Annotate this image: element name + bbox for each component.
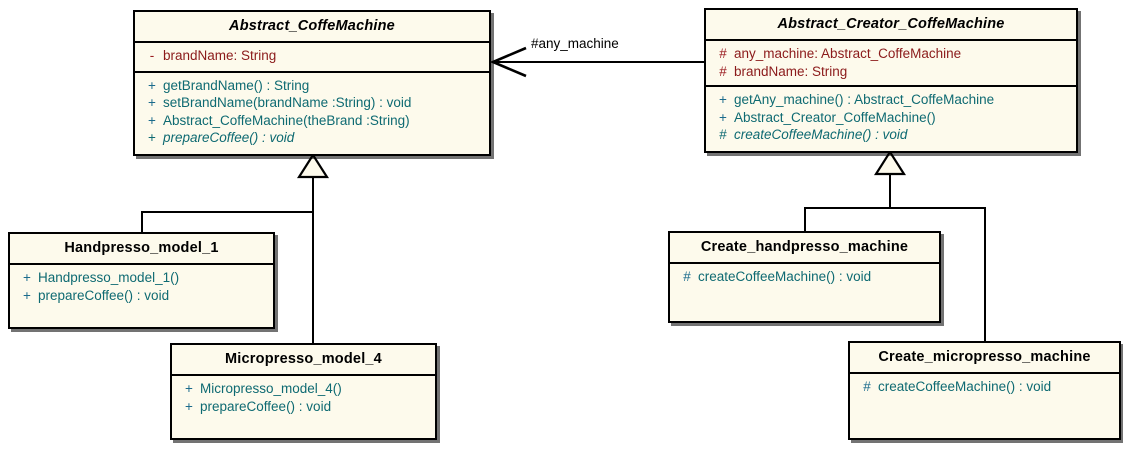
operation-row: # createCoffeeMachine() : void [670, 268, 939, 286]
class-title-abstract-creator-coffemachine: Abstract_Creator_CoffeMachine [777, 16, 1005, 32]
attribute-row: # any_machine: Abstract_CoffeMachine [706, 45, 1076, 63]
operation-label: createCoffeeMachine() : void [698, 269, 872, 284]
class-box-create-handpresso-machine[interactable]: Create_handpresso_machine # createCoffee… [668, 231, 941, 323]
class-title-create-handpresso-machine: Create_handpresso_machine [700, 239, 909, 255]
operation-row: + prepareCoffee() : void [172, 398, 435, 416]
class-title-micropresso-model-4: Micropresso_model_4 [225, 351, 382, 367]
visibility-marker: + [148, 130, 156, 145]
operations-compartment-create-micropresso-machine: # createCoffeeMachine() : void [850, 372, 1119, 401]
operations-compartment-create-handpresso-machine: # createCoffeeMachine() : void [670, 262, 939, 291]
visibility-marker: + [148, 95, 156, 110]
visibility-marker: # [719, 63, 727, 79]
operation-label: createCoffeeMachine() : void [878, 379, 1052, 394]
attributes-compartment-abstract-coffemachine: - brandName: String [135, 41, 489, 71]
operation-row: + prepareCoffee() : void [135, 129, 489, 147]
visibility-marker: # [719, 127, 727, 142]
visibility-marker: # [863, 379, 871, 394]
attribute-row: - brandName: String [135, 47, 489, 65]
class-box-create-micropresso-machine[interactable]: Create_micropresso_machine # createCoffe… [848, 341, 1121, 440]
operation-row: # createCoffeeMachine() : void [850, 378, 1119, 396]
operation-label: prepareCoffee() : void [38, 287, 170, 303]
visibility-marker: + [148, 112, 156, 128]
generalization-stem-right [889, 170, 891, 209]
operations-compartment-micropresso-model-4: + Micropresso_model_4() + prepareCoffee(… [172, 374, 435, 420]
operation-label: prepareCoffee() : void [200, 398, 332, 414]
operation-label: Handpresso_model_1() [38, 270, 180, 285]
operation-row: + Micropresso_model_4() [172, 380, 435, 398]
operation-row: + Abstract_CoffeMachine(theBrand :String… [135, 112, 489, 130]
visibility-marker: + [185, 381, 193, 396]
attribute-label: brandName: String [734, 63, 848, 79]
visibility-marker: + [23, 270, 31, 285]
operation-label: Abstract_Creator_CoffeMachine() [734, 109, 936, 125]
class-title-create-micropresso-machine: Create_micropresso_machine [878, 349, 1091, 365]
class-box-micropresso-model-4[interactable]: Micropresso_model_4 + Micropresso_model_… [170, 343, 437, 440]
visibility-marker: + [23, 287, 31, 303]
operations-compartment-handpresso-model-1: + Handpresso_model_1() + prepareCoffee()… [10, 263, 273, 309]
operation-row: + getBrandName() : String [135, 77, 489, 95]
operation-row: + Handpresso_model_1() [10, 269, 273, 287]
operation-row: + Abstract_Creator_CoffeMachine() [706, 109, 1076, 127]
association-line-any-machine [493, 61, 704, 63]
operation-row: # createCoffeeMachine() : void [706, 126, 1076, 144]
operation-row: + setBrandName(brandName :String) : void [135, 94, 489, 112]
visibility-marker: - [149, 48, 155, 63]
visibility-marker: + [719, 109, 727, 125]
class-title-abstract-coffemachine: Abstract_CoffeMachine [229, 18, 395, 34]
operations-compartment-abstract-creator-coffemachine: + getAny_machine() : Abstract_CoffeMachi… [706, 85, 1076, 149]
generalization-drop-create-micropresso [984, 207, 986, 341]
operation-label: Micropresso_model_4() [200, 381, 342, 396]
attribute-row: # brandName: String [706, 63, 1076, 81]
class-box-handpresso-model-1[interactable]: Handpresso_model_1 + Handpresso_model_1(… [8, 232, 275, 329]
generalization-drop-micropresso [312, 211, 314, 344]
operation-row: + getAny_machine() : Abstract_CoffeMachi… [706, 91, 1076, 109]
generalization-drop-handpresso [141, 211, 143, 233]
attributes-compartment-abstract-creator-coffemachine: # any_machine: Abstract_CoffeMachine # b… [706, 39, 1076, 85]
generalization-bus-right [804, 207, 986, 209]
class-box-abstract-coffemachine[interactable]: Abstract_CoffeMachine - brandName: Strin… [133, 10, 491, 156]
operation-label: getBrandName() : String [163, 77, 310, 93]
operation-label: createCoffeeMachine() : void [734, 127, 908, 142]
operation-label: getAny_machine() : Abstract_CoffeMachine [734, 92, 995, 107]
operation-label: setBrandName(brandName :String) : void [163, 95, 412, 110]
class-box-abstract-creator-coffemachine[interactable]: Abstract_Creator_CoffeMachine # any_mach… [704, 8, 1078, 153]
visibility-marker: + [719, 92, 727, 107]
visibility-marker: # [719, 46, 727, 61]
association-label-any-machine: #any_machine [531, 36, 619, 51]
visibility-marker: # [683, 269, 691, 284]
operation-row: + prepareCoffee() : void [10, 287, 273, 305]
operation-label: prepareCoffee() : void [163, 130, 295, 145]
class-title-handpresso-model-1: Handpresso_model_1 [64, 240, 219, 256]
visibility-marker: + [185, 398, 193, 414]
operation-label: Abstract_CoffeMachine(theBrand :String) [163, 112, 410, 128]
attribute-label: brandName: String [163, 48, 277, 63]
visibility-marker: + [148, 77, 156, 93]
attribute-label: any_machine: Abstract_CoffeMachine [734, 46, 962, 61]
generalization-stem-left [312, 173, 314, 213]
generalization-bus-left [141, 211, 314, 213]
generalization-drop-create-handpresso [804, 207, 806, 231]
operations-compartment-abstract-coffemachine: + getBrandName() : String + setBrandName… [135, 70, 489, 152]
